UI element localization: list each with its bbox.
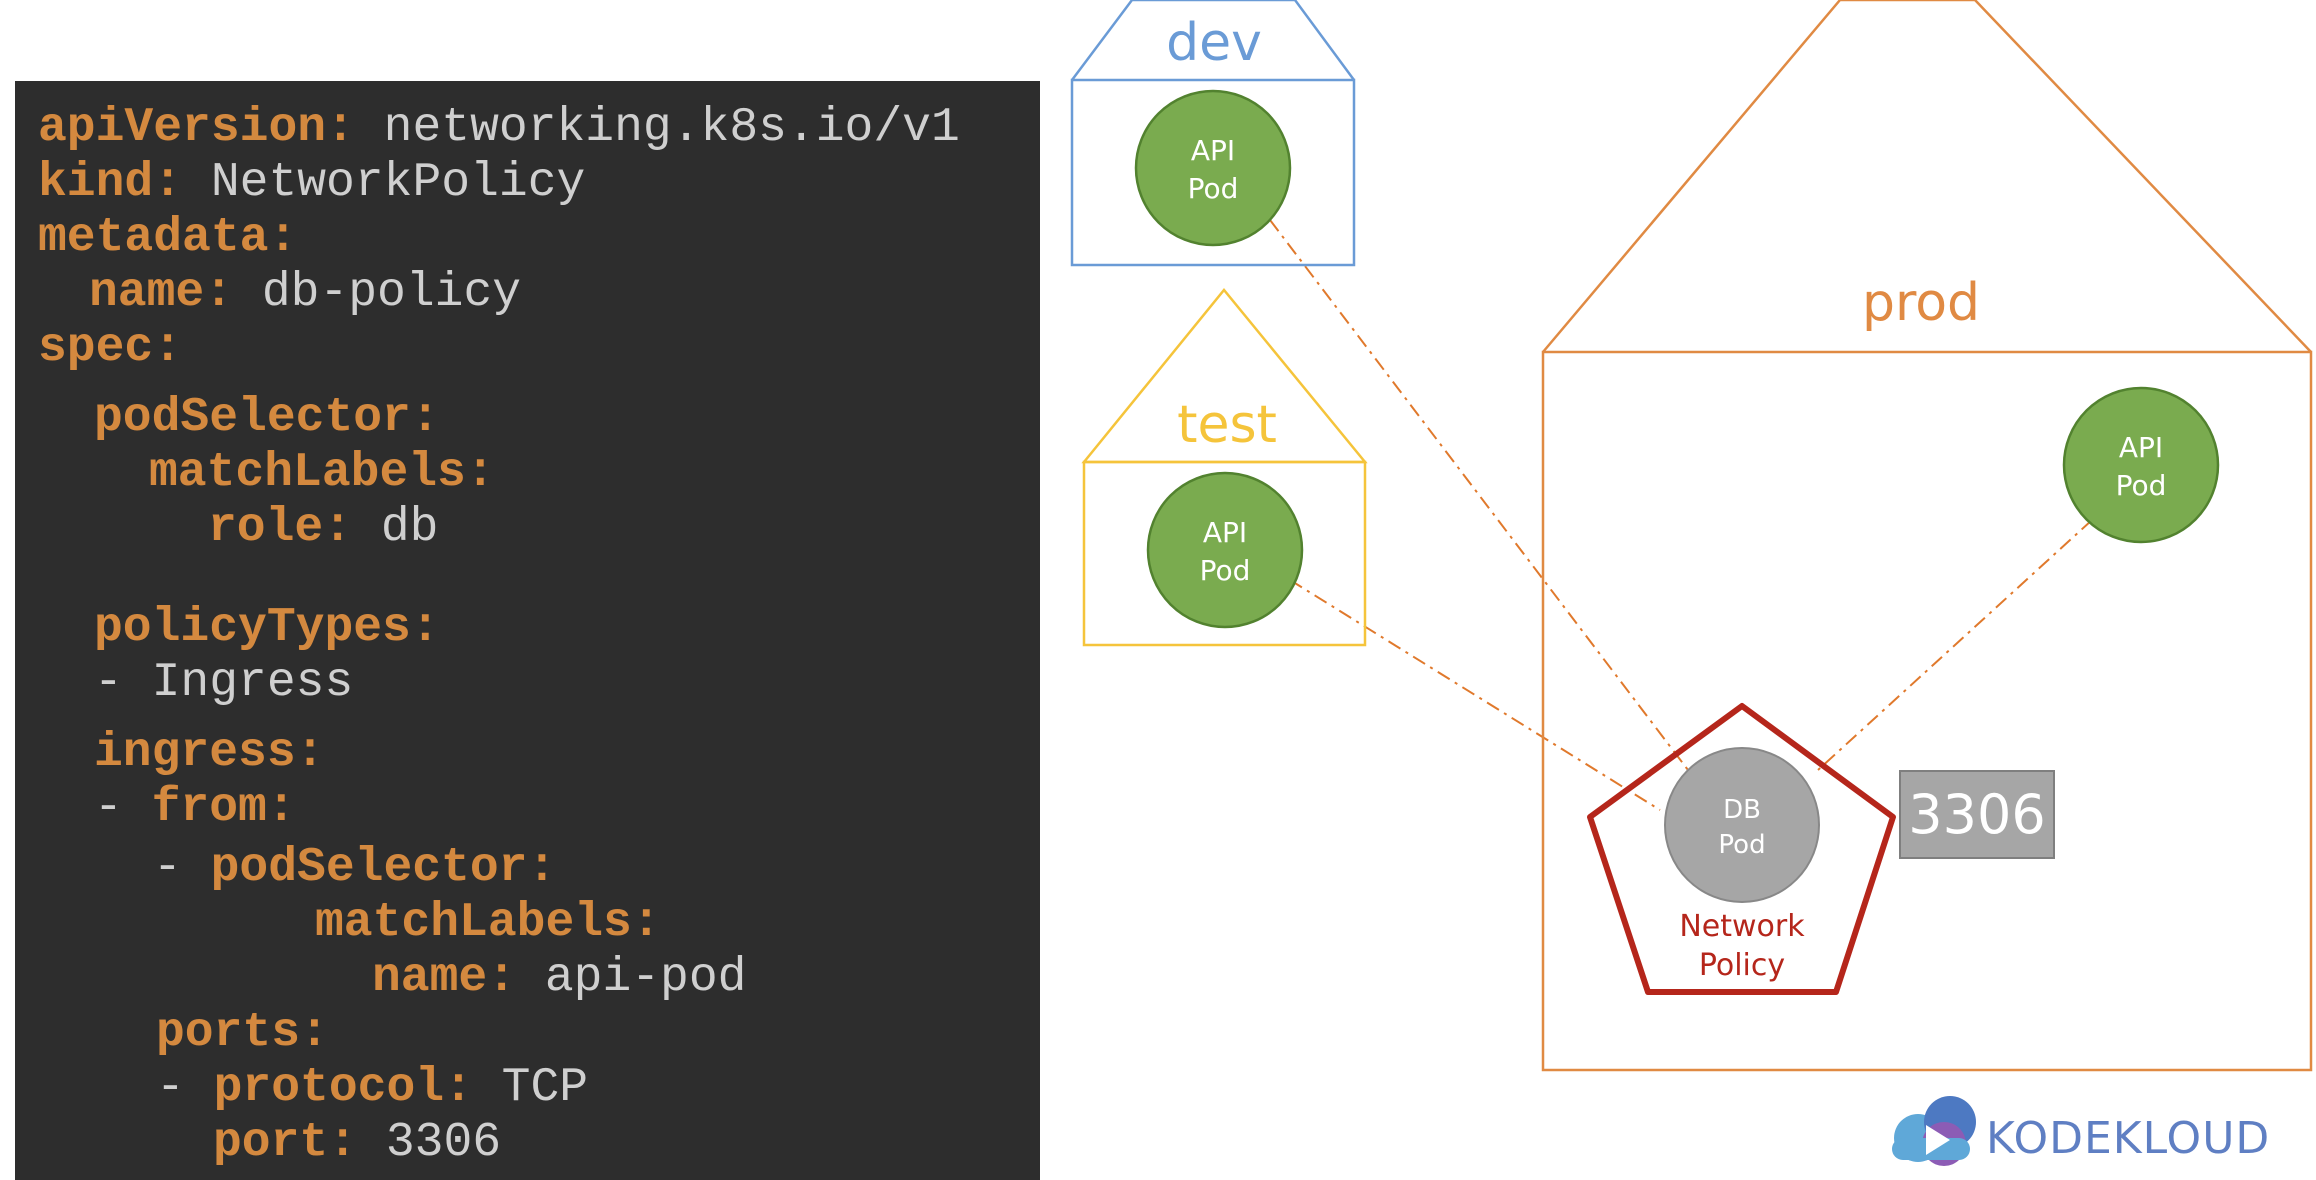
namespace-prod: prod API Pod: [1541, 0, 2313, 1072]
pod-label: API: [1203, 516, 1247, 549]
pod-label: API: [2119, 431, 2163, 464]
pod-label: Pod: [1188, 172, 1239, 205]
namespace-label-prod: prod: [1862, 273, 1980, 333]
namespace-dev: dev API Pod: [1070, 0, 1356, 267]
code-line: - Ingress: [94, 656, 354, 710]
code-line: matchLabels:: [149, 446, 495, 500]
connector-dev-db: [1269, 219, 1689, 771]
namespace-label-dev: dev: [1166, 13, 1262, 73]
api-pod-dev: [1134, 89, 1292, 247]
code-line: - podSelector:: [153, 841, 557, 895]
connector-prod-db: [1817, 519, 2093, 771]
code-line: policyTypes:: [94, 601, 440, 655]
network-policy: DB Pod Network Policy: [1587, 703, 1896, 995]
code-line: role: db: [208, 501, 439, 555]
policy-label: Network: [1679, 909, 1805, 944]
api-pod-prod: [2062, 386, 2220, 544]
code-line: name: db-policy: [89, 266, 522, 320]
connector-test-db: [1289, 579, 1661, 811]
code-line: metadata:: [38, 211, 298, 265]
pod-label: API: [1191, 134, 1235, 167]
code-line: - from:: [94, 781, 296, 835]
code-line: matchLabels:: [315, 896, 661, 950]
code-line: podSelector:: [94, 391, 440, 445]
code-line: apiVersion: networking.k8s.io/v1: [38, 101, 960, 155]
port-badge: 3306: [1899, 770, 2055, 859]
code-line: name: api-pod: [372, 951, 747, 1005]
code-line: spec:: [38, 321, 183, 375]
code-line: ports:: [156, 1006, 329, 1060]
pod-label: Pod: [1200, 554, 1251, 587]
code-line: kind: NetworkPolicy: [38, 156, 586, 210]
namespace-test: test API Pod: [1081, 288, 1368, 647]
yaml-code-panel: apiVersion: networking.k8s.io/v1 kind: N…: [15, 81, 1040, 1180]
brand-wordmark: KODEKLOUD: [1986, 1113, 2270, 1164]
code-line: ingress:: [94, 726, 325, 780]
cloud-play-icon: [1892, 1096, 1976, 1166]
pod-label: Pod: [1718, 830, 1765, 860]
namespace-label-test: test: [1177, 395, 1277, 455]
api-pod-test: [1146, 471, 1304, 629]
code-line: port: 3306: [213, 1116, 502, 1170]
policy-label: Policy: [1699, 948, 1785, 983]
db-pod: [1664, 747, 1820, 903]
pod-label: Pod: [2116, 469, 2167, 502]
port-badge-label: 3306: [1908, 783, 2045, 846]
code-line: - protocol: TCP: [156, 1061, 589, 1115]
kodekloud-logo: KODEKLOUD: [1892, 1096, 2270, 1166]
pod-label: DB: [1723, 795, 1761, 825]
